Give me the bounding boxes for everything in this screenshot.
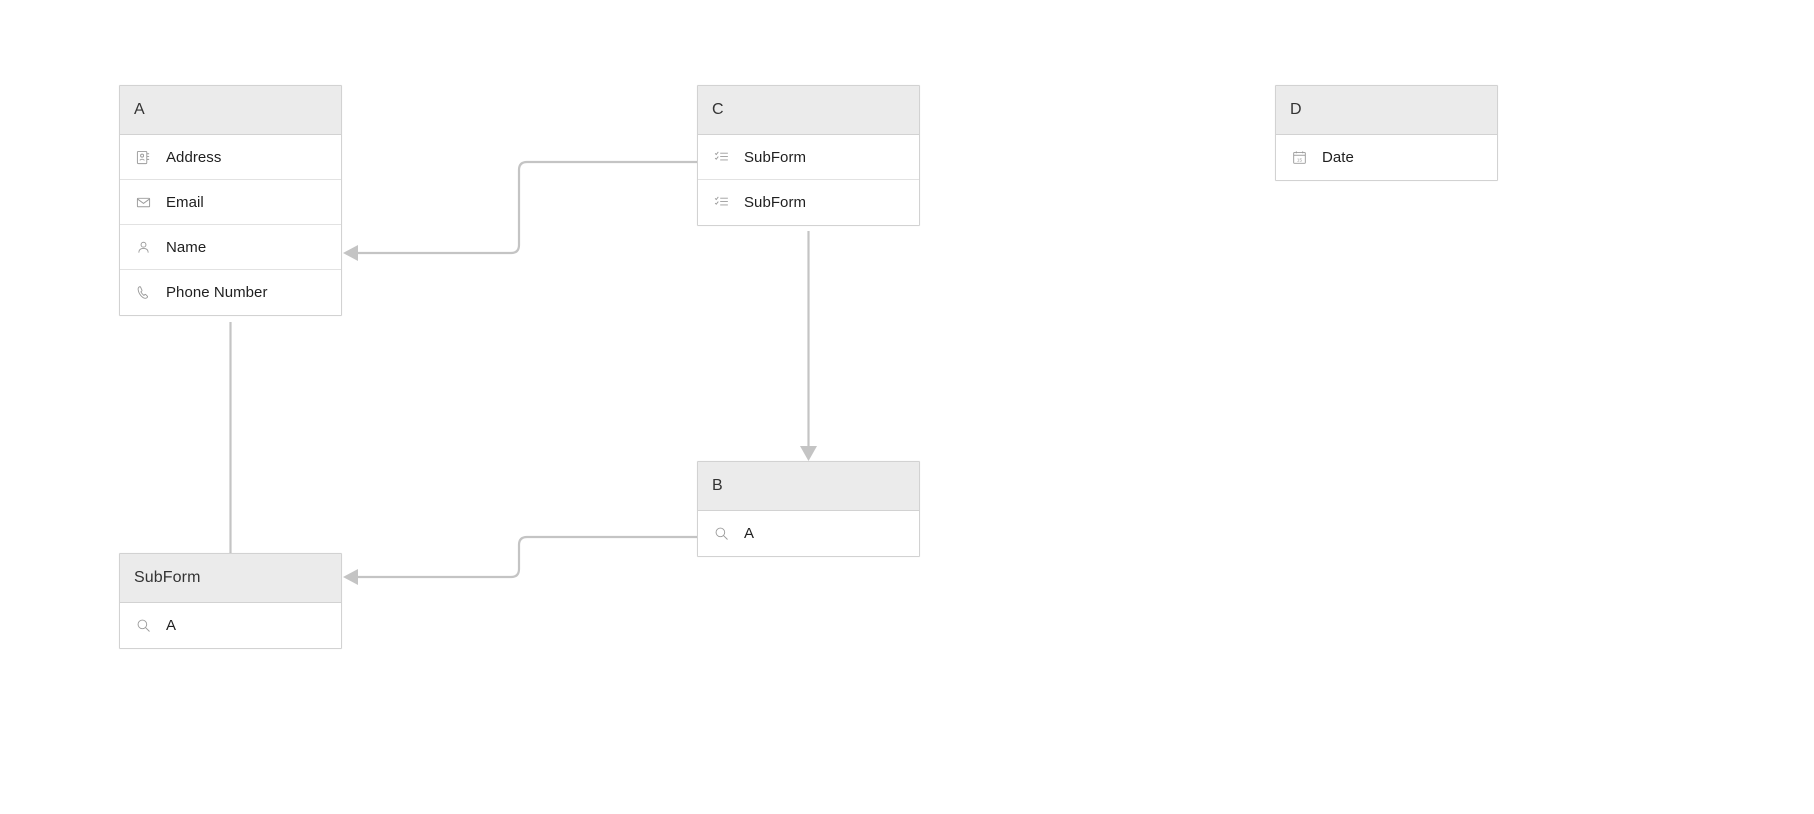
edge-c-subform-to-a-name bbox=[343, 160, 697, 261]
node-D-row-date-label: Date bbox=[1322, 149, 1354, 166]
lookup-search-icon bbox=[712, 525, 730, 543]
node-SubForm-rows: A bbox=[120, 603, 341, 648]
node-A-row-email-label: Email bbox=[166, 193, 204, 211]
node-C-row-subform-1-label: SubForm bbox=[744, 148, 807, 166]
node-A-title: A bbox=[120, 86, 341, 135]
node-SubForm[interactable]: SubForm A bbox=[119, 553, 342, 649]
node-A-row-name-label: Name bbox=[166, 238, 207, 256]
node-C-rows: SubForm SubForm bbox=[698, 135, 919, 225]
node-SubForm-title: SubForm bbox=[120, 554, 341, 603]
node-B-title: B bbox=[698, 462, 919, 511]
node-B[interactable]: B A bbox=[697, 461, 920, 557]
node-A-rows: Address Email Name bbox=[120, 135, 341, 315]
node-B-rows: A bbox=[698, 511, 919, 556]
node-A-row-address-label: Address bbox=[166, 148, 222, 166]
node-B-row-lookup-a-label: A bbox=[744, 525, 755, 542]
node-C-row-subform-2-label: SubForm bbox=[744, 194, 807, 211]
edge-b-to-subform bbox=[343, 535, 697, 585]
calendar-icon: 15 bbox=[1290, 149, 1308, 167]
person-icon bbox=[134, 238, 152, 256]
node-SubForm-row-lookup-a-label: A bbox=[166, 617, 177, 634]
node-A-row-phone-number[interactable]: Phone Number bbox=[120, 270, 341, 315]
node-C-title: C bbox=[698, 86, 919, 135]
node-C[interactable]: C SubForm bbox=[697, 85, 920, 226]
node-C-row-subform-2[interactable]: SubForm bbox=[698, 180, 919, 225]
lookup-search-icon bbox=[134, 617, 152, 635]
node-A[interactable]: A Address bbox=[119, 85, 342, 316]
envelope-icon bbox=[134, 193, 152, 211]
checklist-icon bbox=[712, 148, 730, 166]
node-A-row-address[interactable]: Address bbox=[120, 135, 341, 180]
node-B-row-lookup-a[interactable]: A bbox=[698, 511, 919, 556]
node-A-row-name[interactable]: Name bbox=[120, 225, 341, 270]
edge-c-to-b bbox=[800, 231, 817, 461]
node-C-row-subform-1[interactable]: SubForm bbox=[698, 135, 919, 180]
svg-text:15: 15 bbox=[1296, 157, 1302, 162]
address-book-icon bbox=[134, 148, 152, 166]
phone-icon bbox=[134, 284, 152, 302]
node-A-row-email[interactable]: Email bbox=[120, 180, 341, 225]
node-D[interactable]: D 15 Date bbox=[1275, 85, 1498, 181]
checklist-icon bbox=[712, 194, 730, 212]
node-D-title: D bbox=[1276, 86, 1497, 135]
node-SubForm-row-lookup-a[interactable]: A bbox=[120, 603, 341, 648]
node-D-row-date[interactable]: 15 Date bbox=[1276, 135, 1497, 180]
node-D-rows: 15 Date bbox=[1276, 135, 1497, 180]
node-A-row-phone-number-label: Phone Number bbox=[166, 284, 268, 301]
